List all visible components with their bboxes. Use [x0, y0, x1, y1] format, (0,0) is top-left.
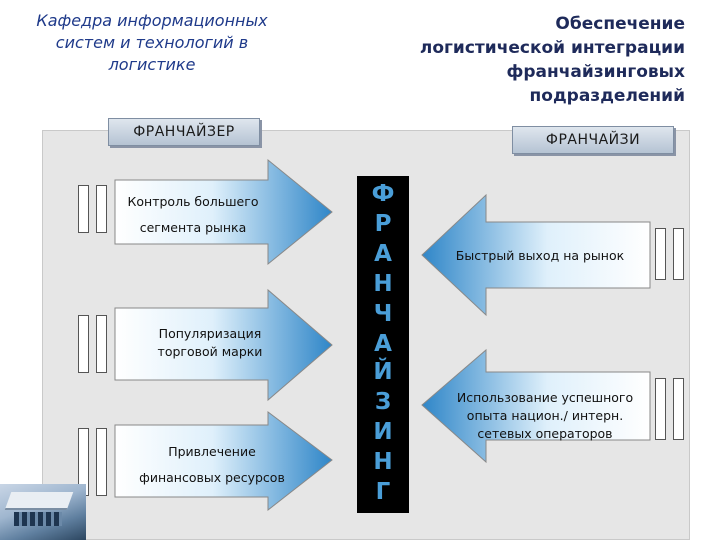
title-line: логистической интеграции — [419, 38, 685, 58]
arrow-text-line: торговой марки — [157, 344, 263, 359]
building-roof — [4, 492, 74, 510]
arrow-right — [114, 288, 333, 402]
slide-title: Обеспечение логистической интеграции фра… — [355, 12, 685, 108]
right-bar — [655, 228, 666, 280]
department-line: Кафедра информационных — [36, 11, 268, 30]
arrow-text-line: Привлечение — [168, 444, 256, 459]
franchisee-label: ФРАНЧАЙЗИ — [512, 126, 674, 154]
arrow-left — [421, 193, 651, 317]
building-photo — [0, 484, 86, 540]
building-windows — [14, 512, 62, 526]
arrow-text-line: Контроль большего — [127, 194, 259, 209]
arrow-text-line: Быстрый выход на рынок — [455, 248, 625, 263]
title-line: франчайзинговых — [506, 62, 686, 82]
arrow-right — [114, 411, 333, 512]
arrow-text-line: Использование успешного — [456, 390, 634, 405]
franchising-letter: З — [374, 389, 392, 415]
arrow-text: Популяризация торговой марки — [130, 325, 290, 361]
left-bar — [96, 315, 107, 373]
department-line: логистике — [108, 55, 196, 74]
franchising-letter: А — [374, 331, 392, 357]
franchising-letter: Г — [375, 479, 391, 505]
arrow-text: Использование успешного опыта национ./ и… — [440, 389, 650, 443]
arrow-text-line: Популяризация — [158, 326, 262, 341]
arrow-text-line: сегмента рынка — [139, 220, 247, 235]
franchising-letter: Ч — [373, 301, 393, 327]
right-bar — [673, 228, 684, 280]
left-bar — [96, 185, 107, 233]
department-line: систем и технологий в — [55, 33, 249, 52]
title-line: подразделений — [529, 86, 685, 106]
left-bar — [78, 185, 89, 233]
franchising-letter: Ф — [371, 181, 395, 207]
right-bar — [655, 378, 666, 440]
franchising-letter: Н — [373, 449, 393, 475]
franchising-letter: Н — [373, 271, 393, 297]
franchising-strip — [357, 176, 409, 513]
arrow-text: Привлечение финансовых ресурсов — [122, 443, 302, 487]
left-bar — [78, 315, 89, 373]
right-bar — [673, 378, 684, 440]
franchisor-label: ФРАНЧАЙЗЕР — [108, 118, 260, 146]
franchising-letter: И — [373, 419, 393, 445]
arrow-text-line: сетевых операторов — [477, 426, 613, 441]
arrow-text: Быстрый выход на рынок — [440, 247, 640, 265]
franchising-letter: Й — [373, 359, 393, 385]
arrow-right — [114, 158, 333, 266]
department-title: Кафедра информационных систем и технолог… — [2, 10, 302, 76]
franchising-letter: Р — [374, 211, 392, 237]
arrow-text-line: финансовых ресурсов — [139, 470, 285, 485]
arrow-text: Контроль большего сегмента рынка — [118, 193, 268, 237]
arrow-text-line: опыта национ./ интерн. — [466, 408, 624, 423]
arrow-left — [421, 348, 651, 464]
title-line: Обеспечение — [555, 14, 685, 34]
left-bar — [96, 428, 107, 496]
franchising-letter: А — [374, 241, 392, 267]
